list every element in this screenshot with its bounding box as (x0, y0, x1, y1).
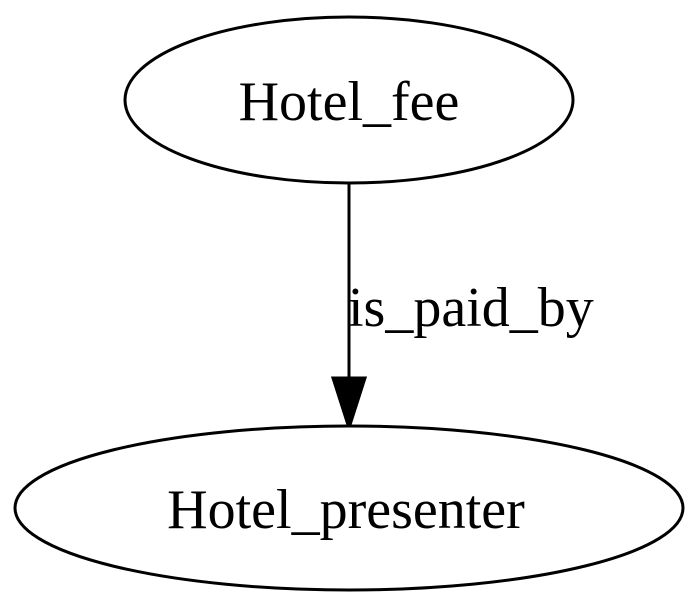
node-label: Hotel_presenter (167, 479, 525, 541)
edge-is-paid-by: is_paid_by (330, 184, 594, 433)
node-ellipse (13, 424, 685, 592)
node-label: Hotel_fee (239, 71, 460, 133)
edge-label: is_paid_by (348, 277, 594, 339)
node-hotel-presenter[interactable]: Hotel_presenter (13, 424, 685, 592)
arrowhead-icon (330, 376, 368, 433)
node-ellipse (123, 15, 575, 185)
node-hotel-fee[interactable]: Hotel_fee (123, 15, 575, 185)
